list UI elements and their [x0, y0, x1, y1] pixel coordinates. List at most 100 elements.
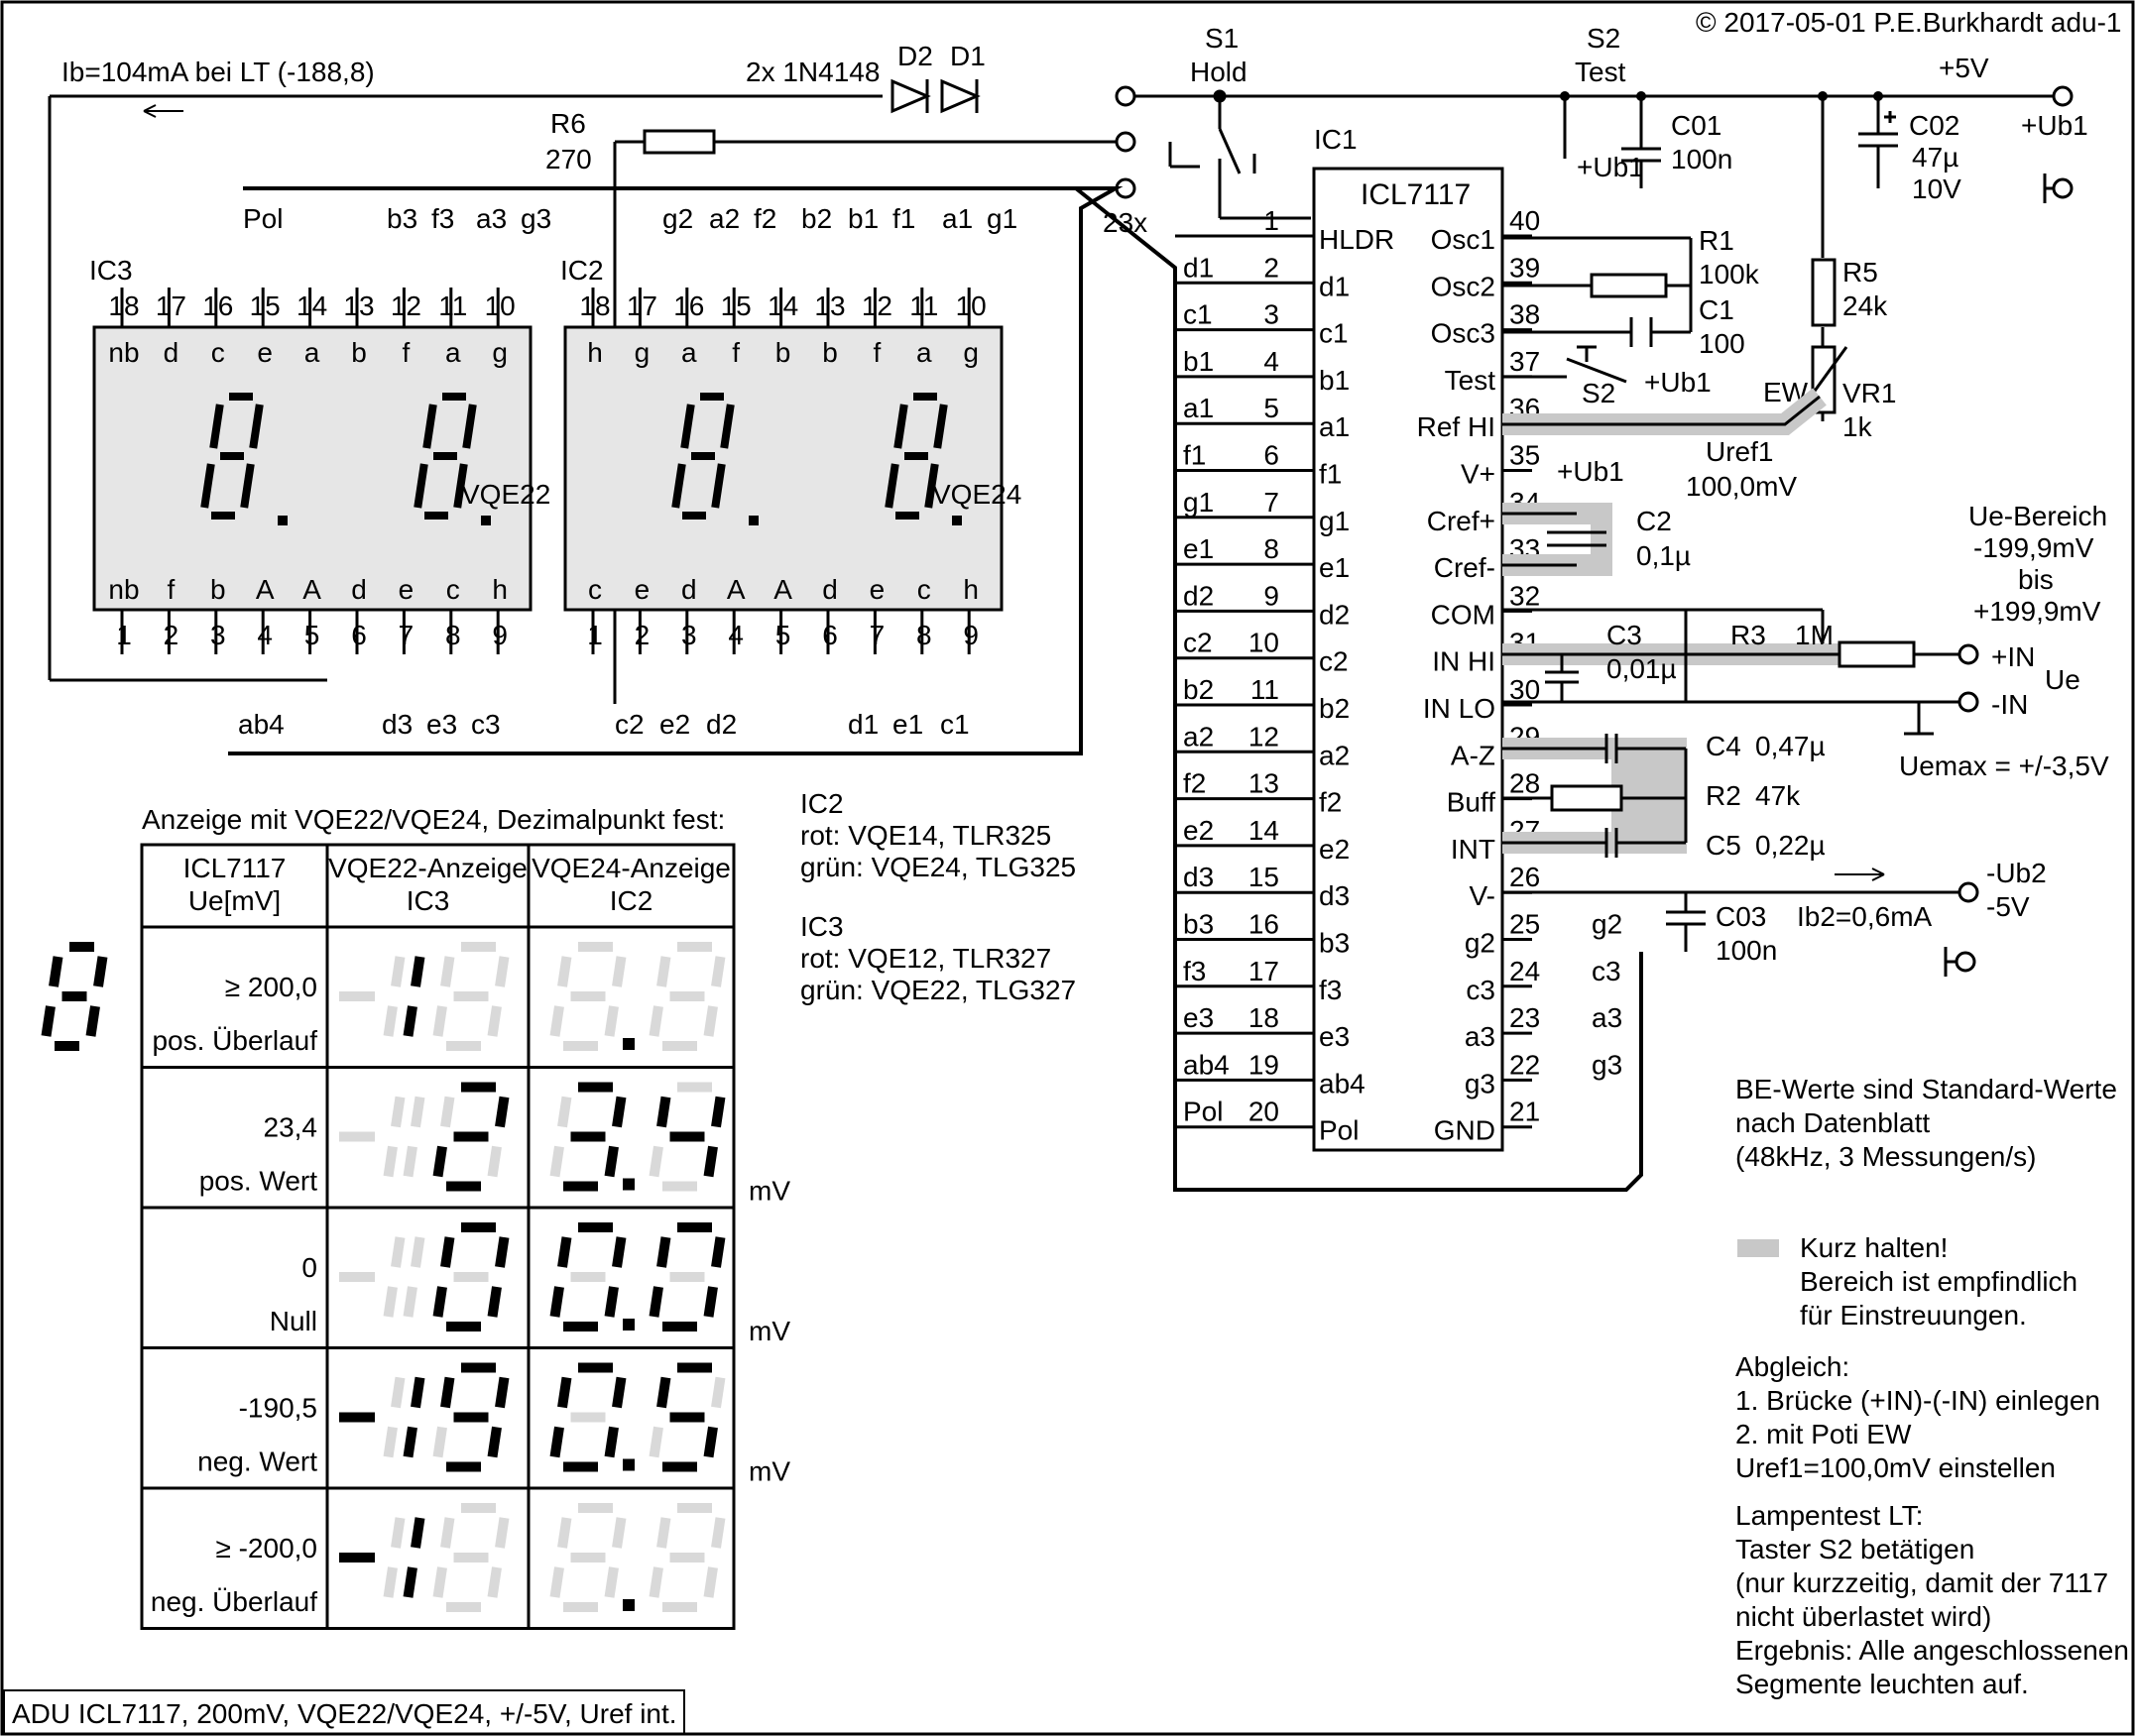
pin-number: 1: [116, 620, 132, 650]
ic1-pin-net: d1: [1183, 252, 1214, 283]
ic1-pin-number: 40: [1509, 205, 1540, 236]
pin-number: 6: [351, 620, 367, 650]
decimal-point: [623, 1599, 635, 1611]
display-name: IC2: [560, 255, 604, 286]
decimal-point: [749, 516, 759, 525]
ic1-body: [1312, 167, 1504, 1152]
table-header: IC2: [610, 885, 653, 916]
ic1-pin-number: 32: [1509, 580, 1540, 611]
plus5v-label: +5V: [1939, 53, 1989, 83]
segment-e: [383, 1286, 398, 1318]
ic1-pin-label: Osc3: [1431, 318, 1495, 349]
ic1-pin-number: 16: [1248, 909, 1279, 940]
ic1-pin-label: Osc1: [1431, 224, 1495, 255]
segment-f: [440, 1236, 455, 1268]
pin-number: 12: [391, 290, 421, 321]
pin-segment: c: [211, 337, 225, 368]
ic2-note-title: IC2: [800, 788, 844, 819]
display-digit: [200, 393, 264, 520]
segment-e: [383, 1005, 398, 1037]
ic1-pin-label: e1: [1319, 552, 1350, 583]
display-body: [92, 325, 533, 612]
net-label: g2: [662, 203, 693, 234]
short-note-3: für Einstreuungen.: [1800, 1300, 2027, 1331]
resistor-r2: [1550, 784, 1623, 812]
pin-number: 11: [909, 290, 938, 321]
ic3-digit: [383, 1517, 425, 1598]
ic1-pin-number: 19: [1248, 1049, 1279, 1080]
segment-e: [41, 1005, 56, 1037]
ic2-digit: [549, 1503, 627, 1612]
plusub1-right: +Ub1: [2021, 110, 2088, 141]
segment-e: [549, 1426, 564, 1458]
segment-f: [391, 1236, 406, 1268]
segment-e: [549, 1286, 564, 1318]
pin-number: 18: [108, 290, 139, 321]
segment-b: [612, 956, 627, 987]
pin-segment: e: [635, 574, 651, 605]
pin-segment: e: [257, 337, 273, 368]
adj-note-0: Abgleich:: [1735, 1351, 1849, 1382]
net-label: f1: [892, 203, 915, 234]
display-digit: [414, 393, 477, 520]
segment-c: [85, 1005, 100, 1037]
segment-b: [612, 1517, 627, 1549]
row-description: pos. Überlauf: [152, 1025, 317, 1056]
ic1-pin-number: 1: [1263, 205, 1279, 236]
c02-value1: 47µ: [1912, 142, 1958, 173]
segment-e: [432, 1426, 447, 1458]
s2-label: S2: [1587, 23, 1620, 54]
segment-e: [432, 1286, 447, 1318]
ic1-pin-number: 9: [1263, 580, 1279, 611]
pin-number: 14: [768, 290, 798, 321]
ue-range-2: -199,9mV: [1973, 532, 2094, 563]
net-label: a3: [476, 203, 507, 234]
pin-segment: A: [773, 574, 792, 605]
net-label: f3: [431, 203, 454, 234]
decimal-point: [623, 1319, 635, 1331]
ic1-pin-number: 38: [1509, 299, 1540, 330]
pin-segment: b: [822, 337, 838, 368]
pin-segment: d: [822, 574, 838, 605]
segment-e: [383, 1145, 398, 1178]
pin-segment: A: [727, 574, 746, 605]
short-note-1: Kurz halten!: [1800, 1232, 1948, 1263]
ic1-pin-label: d3: [1319, 880, 1350, 911]
ic1-pin-net: c3: [1592, 956, 1621, 986]
pin-number: 18: [579, 290, 610, 321]
segment-b: [411, 1236, 425, 1268]
segment-c: [703, 1145, 718, 1178]
ic2-digit: [549, 942, 627, 1051]
segment-b: [711, 1236, 726, 1268]
ic1-pin-label: V+: [1461, 459, 1495, 490]
terminal: [2052, 85, 2074, 107]
adj-note-2: 2. mit Poti EW: [1735, 1419, 1912, 1449]
segment-e: [383, 1426, 398, 1458]
ic1-pin-net: f3: [1183, 956, 1206, 986]
ic1-pin-label: a1: [1319, 411, 1350, 442]
ic1-pin-net: f1: [1183, 440, 1206, 471]
s2b-label: S2: [1582, 378, 1615, 408]
pin-segment: c: [588, 574, 602, 605]
ic1-pin-label: INT: [1451, 834, 1495, 865]
pin-number: 15: [721, 290, 752, 321]
ic1-pin-number: 8: [1263, 533, 1279, 564]
ic1-pin-number: 35: [1509, 440, 1540, 471]
c4-label: C4: [1706, 731, 1741, 761]
d2-label: D2: [897, 41, 933, 71]
net-label: d2: [706, 709, 737, 740]
pin-segment: c: [917, 574, 931, 605]
segment-c: [604, 1566, 619, 1598]
segment-f: [49, 956, 63, 987]
segment-c: [703, 1566, 718, 1598]
in-minus-terminal: [1957, 691, 1979, 713]
ic2-digit: [649, 1222, 726, 1331]
switch-s1: [1168, 89, 1256, 174]
ic3-digit: [432, 1082, 510, 1192]
lt-note-3: nicht überlastet wird): [1735, 1601, 1991, 1632]
segment-f: [391, 1096, 406, 1128]
ic1-pin-net: a1: [1183, 393, 1214, 423]
ic1-pin-net: Pol: [1183, 1097, 1223, 1127]
